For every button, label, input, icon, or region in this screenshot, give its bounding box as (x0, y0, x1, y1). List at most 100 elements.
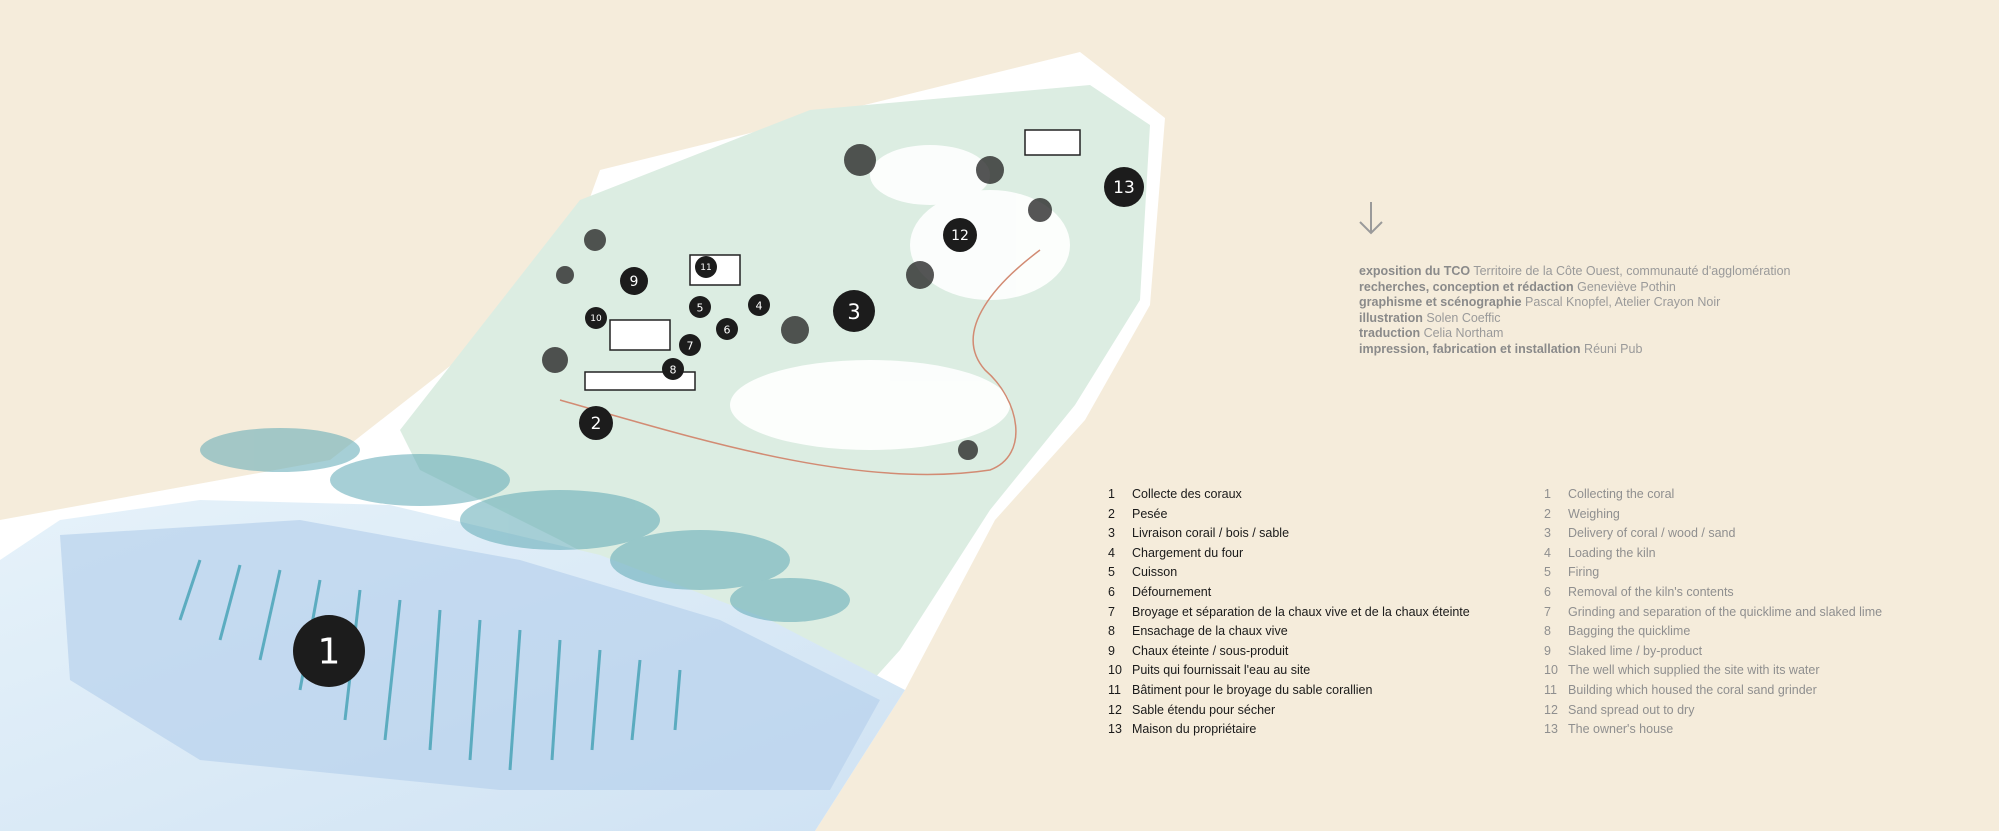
credit-name: Réuni Pub (1580, 341, 1643, 356)
marker-label: 11 (700, 263, 711, 273)
legend-label: Ensachage de la chaux vive (1132, 624, 1288, 639)
legend-label: The owner's house (1568, 722, 1674, 737)
legend-number: 2 (1544, 506, 1551, 521)
legend-label: Défournement (1132, 584, 1212, 599)
marker-label: 13 (1113, 178, 1135, 198)
legend-number: 4 (1544, 545, 1551, 560)
credits-block: exposition du TCO Territoire de la Côte … (1359, 264, 1791, 357)
legend-label: Collecting the coral (1568, 487, 1675, 501)
legend-number: 3 (1544, 526, 1551, 541)
map-marker-2: 2 (579, 406, 613, 440)
legend-item: 8 Bagging the quicklime (1544, 622, 1882, 642)
legend-label: Building which housed the coral sand gri… (1568, 682, 1817, 697)
marker-label: 5 (697, 302, 704, 315)
legend-label: Loading the kiln (1568, 545, 1656, 560)
credit-role: illustration (1359, 310, 1423, 325)
legend-number: 4 (1108, 545, 1115, 560)
credit-name: Solen Coeffic (1422, 310, 1501, 325)
legend-item: 6 Défournement (1108, 583, 1470, 603)
map-marker-1: 1 (293, 615, 365, 687)
marker-circle (695, 256, 717, 278)
legend-item: 1 Collecte des coraux (1108, 485, 1470, 505)
legend-number: 13 (1108, 722, 1122, 737)
marker-label: 7 (687, 340, 694, 353)
track (559, 249, 1041, 476)
legend-item: 4 Loading the kiln (1544, 544, 1882, 564)
marker-circle (833, 290, 875, 332)
legend-number: 7 (1544, 604, 1551, 619)
legend-label: Livraison corail / bois / sable (1132, 526, 1290, 541)
legend-label: Delivery of coral / wood / sand (1568, 526, 1736, 541)
legend-number: 10 (1108, 663, 1122, 678)
map-marker-4: 4 (748, 294, 770, 316)
legend-item: 11 Bâtiment pour le broyage du sable cora… (1108, 681, 1470, 701)
legend-number: 9 (1544, 643, 1551, 658)
legend-number: 5 (1544, 565, 1551, 580)
legend-label: Collecte des coraux (1132, 487, 1242, 501)
marker-circle (293, 615, 365, 687)
legend-number: 6 (1108, 584, 1115, 599)
legend-item: 3 Delivery of coral / wood / sand (1544, 524, 1882, 544)
legend-label: Slaked lime / by-product (1568, 643, 1703, 658)
arrow-down-icon (1359, 202, 1383, 235)
legend-label: Grinding and separation of the quicklime… (1568, 604, 1883, 619)
legend-number: 9 (1108, 643, 1115, 658)
legend-number: 5 (1108, 565, 1115, 580)
coastal-vegetation (200, 428, 850, 622)
legend-number: 11 (1108, 682, 1121, 697)
legend-item: 13 The owner's house (1544, 720, 1882, 740)
legend-number: 6 (1544, 584, 1551, 599)
sand-areas (730, 145, 1070, 450)
legend-item: 9 Slaked lime / by-product (1544, 642, 1882, 662)
map-marker-11: 11 (695, 256, 717, 278)
map-marker-13: 13 (1104, 167, 1144, 207)
marker-label: 8 (670, 364, 677, 377)
legend-number: 10 (1544, 663, 1558, 678)
legend-label: Bâtiment pour le broyage du sable corall… (1132, 682, 1373, 697)
marker-label: 2 (591, 414, 602, 434)
legend-label: Bagging the quicklime (1568, 624, 1691, 639)
marker-circle (620, 267, 648, 295)
marker-label: 3 (847, 300, 860, 324)
credit-line: impression, fabrication et installation … (1359, 342, 1791, 358)
marker-circle (716, 318, 738, 340)
marker-circle (585, 307, 607, 329)
credit-name: Celia Northam (1420, 326, 1504, 340)
map-marker-12: 12 (943, 218, 977, 252)
legend-number: 8 (1544, 624, 1551, 639)
map-marker-6: 6 (716, 318, 738, 340)
map-marker-3: 3 (833, 290, 875, 332)
credit-role: traduction (1359, 326, 1421, 340)
legend-label: Sand spread out to dry (1568, 702, 1695, 717)
legend-item: 13 Maison du propriétaire (1108, 720, 1470, 740)
marker-circle (943, 218, 977, 252)
credit-line: recherches, conception et rédaction Gene… (1359, 280, 1791, 296)
legend-number: 13 (1544, 722, 1558, 737)
marker-label: 4 (756, 300, 763, 313)
credit-role: recherches, conception et rédaction (1359, 279, 1574, 294)
map-marker-5: 5 (689, 296, 711, 318)
map-marker-8: 8 (662, 358, 684, 380)
credit-name: Geneviève Pothin (1573, 279, 1676, 294)
credit-role: exposition du TCO (1359, 264, 1471, 278)
legend-number: 1 (1108, 487, 1115, 501)
marker-label: 12 (951, 228, 969, 244)
marker-label: 9 (630, 274, 639, 290)
credit-line: traduction Celia Northam (1359, 326, 1791, 342)
legend-label: Maison du propriétaire (1132, 722, 1257, 737)
